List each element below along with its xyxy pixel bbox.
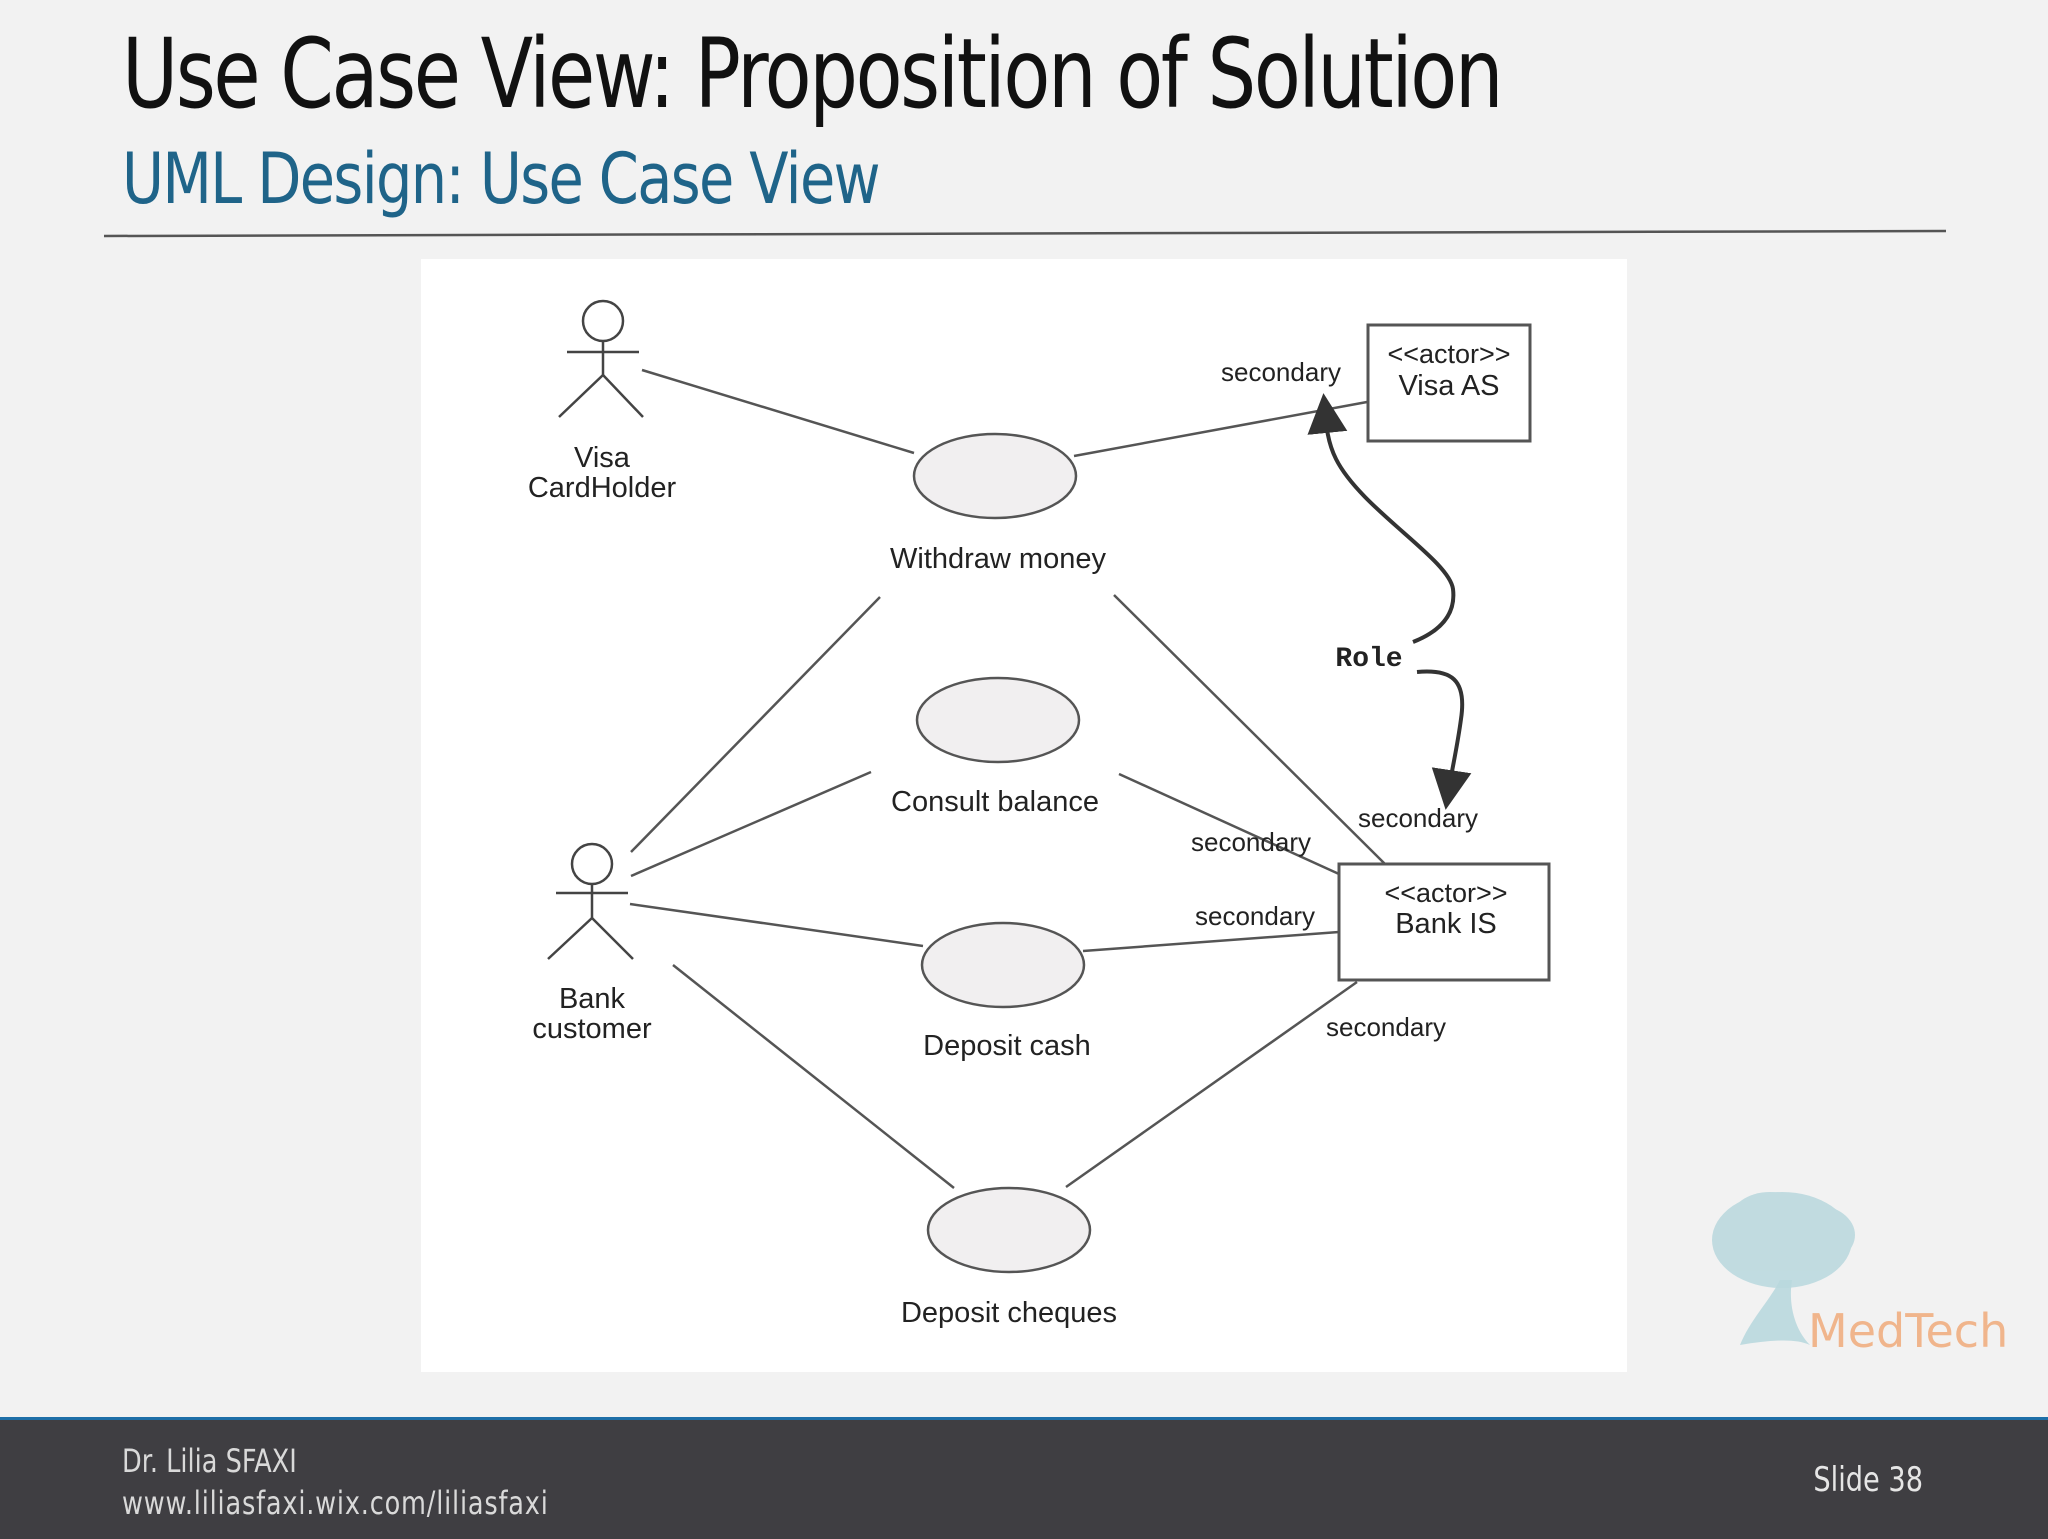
assoc-withdraw-visa [1073,400,1368,458]
use-case-consult-balance [915,676,1081,764]
visa-cardholder-actor [558,299,644,418]
role-label-consult-bank: secondary [1191,827,1311,857]
bank-customer-label-2: customer [532,1013,652,1045]
bank-customer-label-1: Bank [559,983,626,1015]
slide-title: Use Case View: Proposition of Solution [122,18,1504,130]
slide-subtitle: UML Design: Use Case View [122,138,881,220]
assoc-consult-bank [1118,772,1340,876]
use-case-deposit-cheques-label: Deposit cheques [901,1297,1117,1329]
visa-cardholder-label-1: Visa [574,442,631,474]
assoc-customer-withdraw [630,596,881,853]
assoc-cheques-bank [1065,980,1358,1189]
role-arrow-to-bank [1416,669,1472,810]
medtech-logo-text: MedTech [1808,1304,2008,1358]
bank-is-box [1337,862,1551,982]
footer-author: Dr. Lilia SFAXI [122,1442,297,1480]
medtech-logo: MedTech [1700,1180,2010,1370]
use-case-withdraw-money-label: Withdraw money [890,543,1106,575]
bank-is-stereotype: <<actor>> [1384,878,1507,908]
role-label-withdraw-visa: secondary [1221,357,1341,387]
use-case-consult-balance-label: Consult balance [891,786,1099,818]
use-case-deposit-cash [920,921,1086,1009]
slide-number: Slide 38 [1813,1460,1923,1500]
role-label-withdraw-bank: secondary [1358,803,1478,833]
visa-as-name: Visa AS [1398,370,1499,402]
assoc-customer-consult [630,770,872,878]
visa-as-box [1366,323,1532,443]
footer-bar: Dr. Lilia SFAXI www.liliasfaxi.wix.com/l… [0,1417,2048,1539]
visa-cardholder-label-2: CardHolder [528,472,677,504]
visa-as-stereotype: <<actor>> [1387,339,1510,369]
assoc-customer-cash [629,902,924,948]
use-case-deposit-cheques [926,1186,1092,1274]
assoc-customer-cheques [672,964,955,1189]
bank-is-name: Bank IS [1395,908,1497,940]
use-case-withdraw-money [912,432,1078,520]
footer-url: www.liliasfaxi.wix.com/liliasfaxi [122,1484,549,1522]
role-annotation: Role [1335,644,1402,675]
assoc-withdraw-bank [1113,594,1386,865]
title-divider [103,229,1947,238]
role-label-cheques-bank: secondary [1326,1012,1446,1042]
assoc-cardholder-withdraw [641,368,915,455]
assoc-cash-bank [1082,930,1340,953]
use-case-deposit-cash-label: Deposit cash [923,1030,1091,1062]
bank-customer-actor [547,842,634,960]
use-case-diagram: Visa CardHolder Bank customer <<actor>> … [421,259,1627,1372]
role-arrow-to-visa [1307,393,1456,644]
role-label-cash-bank: secondary [1195,901,1315,931]
